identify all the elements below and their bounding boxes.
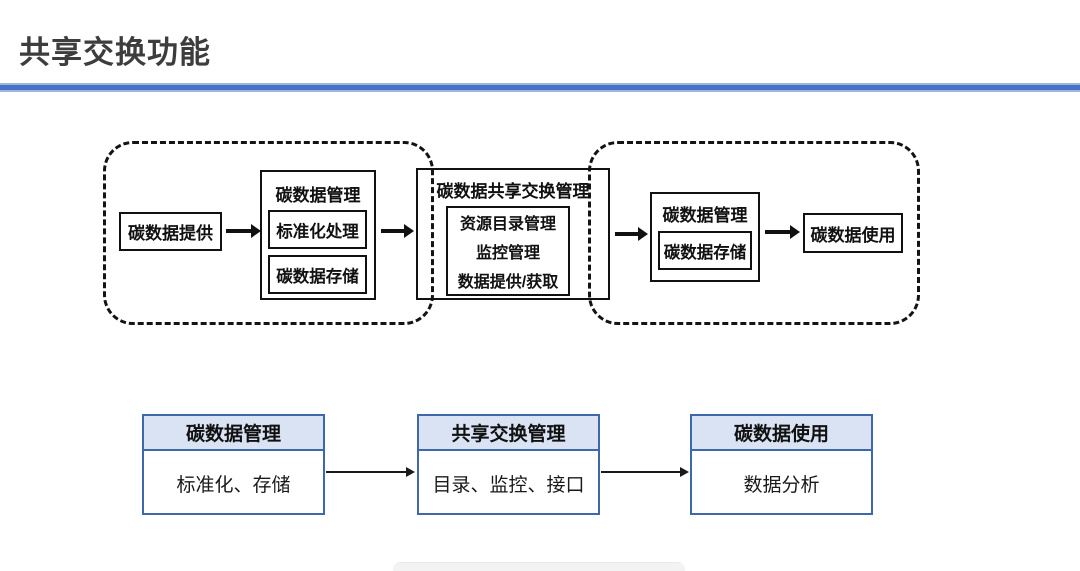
arrow-summary-1 <box>326 467 415 477</box>
arrow-summary-2 <box>601 467 689 477</box>
arrow-exchange-to-right-mgmt <box>615 227 648 241</box>
bottom-strip <box>393 562 685 571</box>
flow-node-right-mgmt: 碳数据管理 碳数据存储 <box>650 192 760 282</box>
summary-card-data-mgmt-header: 碳数据管理 <box>144 416 323 451</box>
arrow-left-mgmt-to-exchange <box>381 224 414 238</box>
flow-node-data-consumer: 碳数据使用 <box>803 213 903 253</box>
flow-node-exchange-mgmt: 碳数据共享交换管理 资源目录管理 监控管理 数据提供/获取 <box>416 168 610 300</box>
right-mgmt-item-storage: 碳数据存储 <box>658 231 752 270</box>
dashed-group-consumer-side <box>588 141 920 325</box>
flow-node-data-provider: 碳数据提供 <box>119 212 222 251</box>
page-title: 共享交换功能 <box>19 35 211 70</box>
exchange-item-provide-fetch: 数据提供/获取 <box>457 273 559 291</box>
summary-card-data-use-header: 碳数据使用 <box>692 416 871 451</box>
exchange-mgmt-title: 碳数据共享交换管理 <box>436 182 590 201</box>
exchange-item-monitor: 监控管理 <box>475 244 540 262</box>
summary-card-data-mgmt: 碳数据管理 标准化、存储 <box>142 414 325 515</box>
left-mgmt-item-standardize: 标准化处理 <box>268 210 367 249</box>
exchange-item-catalog: 资源目录管理 <box>459 216 556 234</box>
summary-card-data-use-body: 数据分析 <box>743 474 820 496</box>
flow-node-left-mgmt: 碳数据管理 标准化处理 碳数据存储 <box>260 170 376 300</box>
summary-card-exchange-mgmt-header: 共享交换管理 <box>419 416 598 451</box>
title-underline-rule <box>0 83 1080 92</box>
summary-card-data-mgmt-body: 标准化、存储 <box>176 474 291 496</box>
left-mgmt-item-storage: 碳数据存储 <box>268 255 367 294</box>
summary-card-exchange-mgmt: 共享交换管理 目录、监控、接口 <box>417 414 600 515</box>
exchange-mgmt-item-list: 资源目录管理 监控管理 数据提供/获取 <box>446 206 570 296</box>
arrow-provider-to-left-mgmt <box>226 224 261 238</box>
dashed-group-provider-side <box>103 141 434 325</box>
arrow-right-mgmt-to-consumer <box>765 225 800 239</box>
summary-card-exchange-mgmt-body: 目录、监控、接口 <box>432 474 585 496</box>
title-underline-rule-core <box>0 85 1080 90</box>
left-mgmt-title: 碳数据管理 <box>275 186 361 205</box>
summary-card-data-use: 碳数据使用 数据分析 <box>690 414 873 515</box>
right-mgmt-title: 碳数据管理 <box>662 206 748 225</box>
